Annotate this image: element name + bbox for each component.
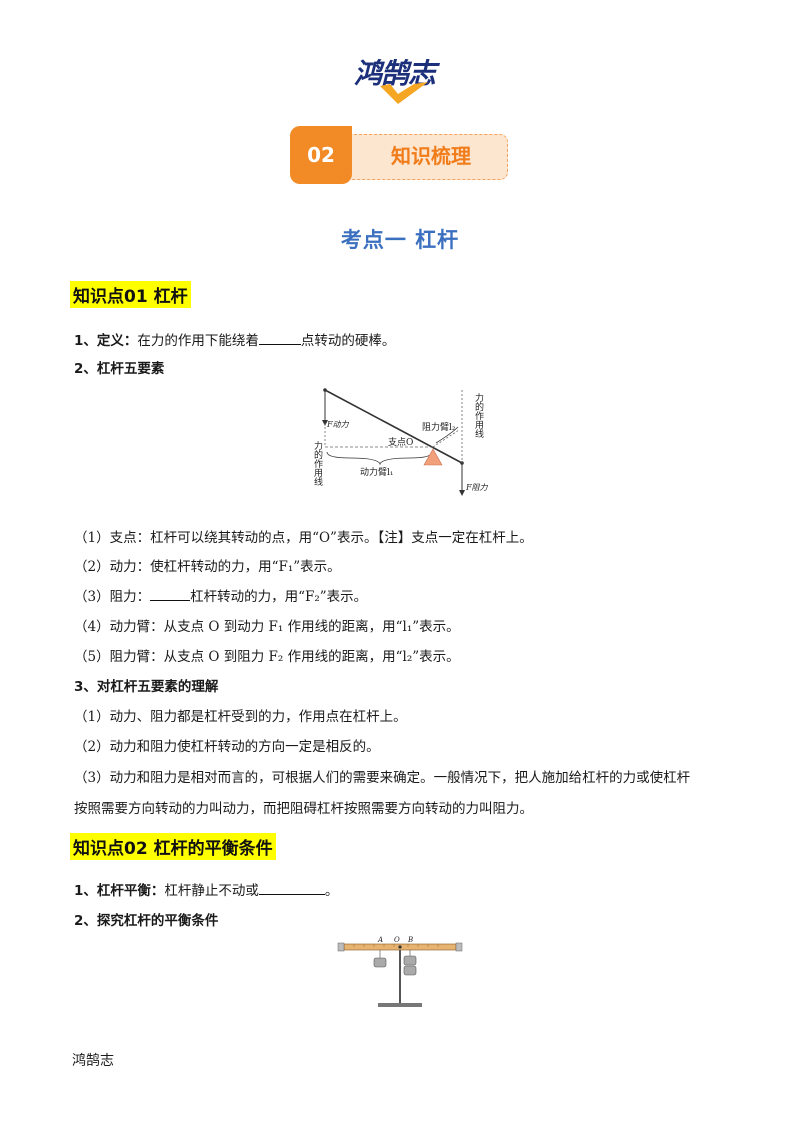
label-effort-arm: 动力臂l₁ (360, 466, 394, 478)
element-item-5: （5）阻力臂：从支点 O 到阻力 F₂ 作用线的距离，用“l₂”表示。 (74, 649, 460, 665)
understanding-item-3: （3）动力和阻力是相对而言的，可根据人们的需要来确定。一般情况下，把人施加给杠杆… (74, 770, 691, 786)
explore-label: 2、探究杠杆的平衡条件 (74, 913, 219, 929)
label-F1: F动力 (326, 420, 350, 429)
weight-B-1 (403, 955, 417, 966)
definition-blank[interactable] (258, 330, 301, 345)
lever-bar (324, 389, 463, 464)
balance-text-b: 。 (324, 883, 339, 899)
definition-text-a: 在力的作用下能绕着 (137, 333, 259, 349)
label-F2: F阻力 (465, 483, 489, 492)
kp1-heading: 知识点01 杠杆 (70, 281, 191, 308)
definition-label: 1、定义： (74, 333, 138, 349)
balance-blank[interactable] (258, 880, 325, 895)
understanding-label: 3、对杠杆五要素的理解 (74, 679, 219, 695)
definition-text-b: 点转动的硬棒。 (300, 333, 396, 349)
element-item-3: （3）阻力： 杠杆转动的力，用“F₂”表示。 (74, 585, 367, 605)
label-resistance-arm: 阻力臂l₂ (422, 421, 456, 433)
balance-label: 1、杠杆平衡： (74, 883, 165, 899)
weight-B-2 (403, 965, 417, 976)
lever-five-elements-diagram: F动力 支点O 阻力臂l₂ 动力臂l₁ F阻力 力的作用线 力的作用线 (312, 388, 489, 496)
effort-arm-brace (326, 451, 433, 466)
element-item-1: （1）支点：杠杆可以绕其转动的点，用“O”表示。【注】支点一定在杠杆上。 (74, 530, 533, 546)
label-force-line-right: 力的作用线 (473, 392, 484, 438)
balance-text-a: 杠杆静止不动或 (164, 883, 259, 899)
element-item-3-head: （3）阻力： (74, 589, 151, 605)
weight-A (373, 957, 387, 968)
understanding-item-2: （2）动力和阻力使杠杆转动的方向一定是相反的。 (74, 739, 380, 755)
brand-logo: 鸿鹄志 (350, 48, 470, 110)
badge-number: 02 (290, 126, 352, 184)
label-O: O (394, 936, 400, 944)
label-A: A (377, 936, 383, 944)
badge-title: 知识梳理 (336, 134, 508, 180)
stand-base (378, 1003, 422, 1007)
understanding-item-1: （1）动力、阻力都是杠杆受到的力，作用点在杠杆上。 (74, 709, 407, 725)
balance-line: 1、杠杆平衡：杠杆静止不动或 。 (74, 879, 338, 899)
definition-line: 1、定义：在力的作用下能绕着 点转动的硬棒。 (74, 329, 395, 349)
element-item-2: （2）动力：使杠杆转动的力，用“F₁”表示。 (74, 559, 341, 575)
five-elements-label: 2、杠杆五要素 (74, 361, 165, 377)
pivot-triangle (423, 448, 443, 466)
section-title: 考点一 杠杆 (340, 228, 460, 252)
element-item-4: （4）动力臂：从支点 O 到动力 F₁ 作用线的距离，用“l₁”表示。 (74, 619, 460, 635)
element-item-3-tail: 杠杆转动的力，用“F₂”表示。 (190, 589, 368, 605)
label-force-line-left: 力的作用线 (312, 440, 323, 486)
understanding-item-3-cont: 按照需要方向转动的力叫动力，而把阻碍杠杆按照需要方向转动的力叫阻力。 (74, 801, 533, 817)
kp2-heading: 知识点02 杠杆的平衡条件 (70, 833, 276, 860)
logo-checkmark-icon (380, 82, 428, 104)
lever-balance-apparatus-diagram: A O B (337, 936, 463, 1007)
label-pivot: 支点O (388, 436, 413, 448)
label-B: B (407, 936, 413, 944)
section-badge: 知识梳理 02 (290, 126, 512, 186)
footer-brand: 鸿鹄志 (72, 1053, 114, 1069)
resistance-blank[interactable] (150, 586, 191, 601)
